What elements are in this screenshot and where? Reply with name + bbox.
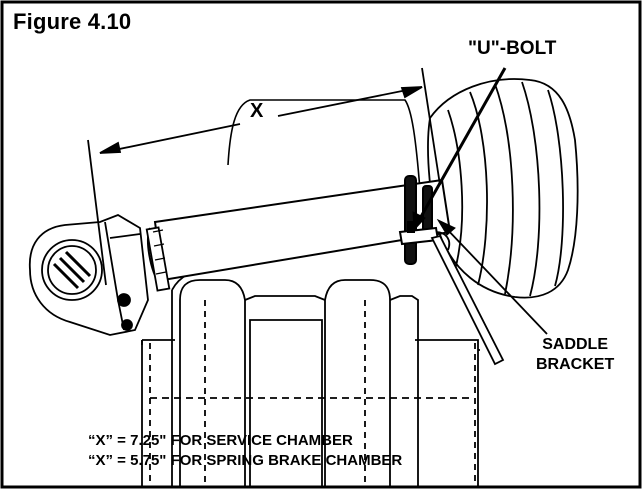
note-spring-brake-chamber: “X” = 5.75" FOR SPRING BRAKE CHAMBER [88,452,403,469]
ubolt-label: "U"-BOLT [468,38,557,59]
figure-title: Figure 4.10 [13,9,132,34]
saddle-bracket-label: SADDLE BRACKET [536,335,614,375]
pedestal-outline [227,99,421,191]
note-service-chamber: “X” = 7.25" FOR SERVICE CHAMBER [88,432,353,449]
saddle-bracket-rod [430,231,505,366]
saddle-label-line1: SADDLE [542,336,608,353]
brake-chamber [427,78,579,299]
dimension-notes: “X” = 7.25" FOR SERVICE CHAMBER “X” = 5.… [88,431,402,471]
clevis-end [28,214,171,336]
dimension-x [87,67,441,286]
saddle-leader-arrow [436,218,548,335]
dimension-x-label: X [250,100,264,122]
saddle-label-line2: BRACKET [536,356,615,373]
ubolt-leader-arrow [412,67,507,232]
